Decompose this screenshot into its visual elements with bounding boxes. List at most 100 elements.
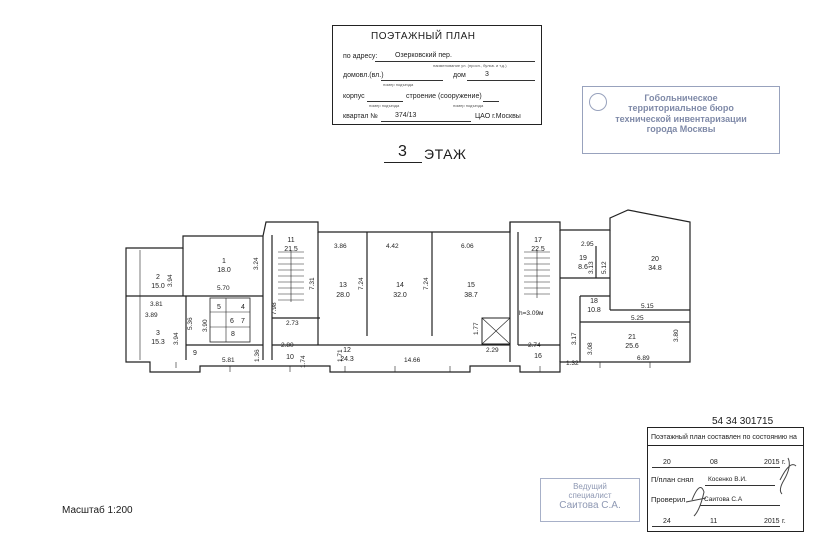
floor-label: ЭТАЖ — [424, 146, 467, 162]
dim-label: 3.81 — [150, 301, 163, 308]
floor-number-underline — [384, 162, 422, 163]
domovl-label: домовл.(вл.) — [343, 72, 384, 79]
room-number: 17 — [534, 237, 542, 244]
room-area: 34.8 — [648, 265, 662, 272]
dim-label: 2.73 — [286, 320, 299, 327]
room-number: 2 — [156, 274, 160, 281]
dim-label: 3.17 — [571, 332, 578, 345]
room-number: 10 — [286, 354, 294, 361]
dim-label: 1.32 — [566, 360, 579, 367]
plan-title: ПОЭТАЖНЫЙ ПЛАН — [371, 31, 476, 42]
room-area: 24.3 — [340, 356, 354, 363]
checked-value: Саитова С.А — [704, 496, 743, 503]
stamp-line: специалист — [568, 491, 612, 501]
dim-label: 2.74 — [528, 342, 541, 349]
korpus-label: корпус — [343, 93, 365, 100]
address-hint: наименование ул. (просп., бульв. и т.д.) — [433, 63, 507, 68]
dim-label: 5.15 — [641, 303, 654, 310]
room-number: 9 — [193, 350, 197, 357]
cert-heading: Поэтажный план составлен по состоянию на — [651, 434, 797, 441]
dim-label: 5.25 — [631, 315, 644, 322]
room-number: 14 — [396, 282, 404, 289]
floor-number: 3 — [398, 143, 407, 160]
signature — [685, 457, 797, 517]
title-block: ПОЭТАЖНЫЙ ПЛАН по адресу: Озерковский пе… — [332, 25, 542, 125]
dim-label: 3.13 — [588, 261, 595, 274]
dim-label: 1.77 — [473, 322, 480, 335]
stamp-line: Саитова С.А. — [559, 500, 621, 512]
dim-label: 7.24 — [423, 277, 430, 290]
room-area: 18.0 — [217, 267, 231, 274]
date1-year-suffix: г. — [782, 459, 786, 466]
made-value: Косенко В.И. — [708, 476, 747, 483]
domovl-hint: номер подъезда — [383, 82, 414, 87]
domovl-underline — [381, 80, 443, 81]
room-area: 25.6 — [625, 343, 639, 350]
dim-label: 1.74 — [300, 355, 307, 368]
dim-label: 1.36 — [254, 349, 261, 362]
room-number: 12 — [343, 347, 351, 354]
date2-day: 24 — [663, 518, 671, 525]
stroenie-hint: номер подъезда — [453, 103, 484, 108]
kvartal-label: квартал № — [343, 113, 378, 120]
specialist-stamp: Ведущий специалист Саитова С.А. — [540, 478, 640, 522]
room-number: 7 — [241, 318, 245, 325]
dim-label: 3.90 — [202, 319, 209, 332]
dim-label: 3.24 — [253, 257, 260, 270]
kvartal-value: 374/13 — [395, 112, 417, 119]
dom-underline — [467, 80, 535, 81]
dim-label: 3.80 — [673, 329, 680, 342]
dim-label: 6.06 — [461, 243, 474, 250]
ceiling-height: h=3.09м — [519, 310, 544, 317]
room-number: 5 — [217, 304, 221, 311]
room-number: 6 — [230, 318, 234, 325]
scale-label: Масштаб 1:200 — [62, 505, 133, 516]
dim-label: 5.12 — [601, 261, 608, 274]
room-number: 16 — [534, 353, 542, 360]
stamp-emblem-icon — [589, 93, 607, 111]
dim-label: 7.24 — [358, 277, 365, 290]
checked-label: Проверил — [651, 495, 686, 504]
date1-day: 20 — [663, 459, 671, 466]
dim-label: 3.94 — [173, 332, 180, 345]
dim-label: 2.95 — [581, 241, 594, 248]
date2-year-suffix: г. — [782, 518, 786, 525]
dom-value: 3 — [485, 71, 489, 78]
korpus-hint: номер подъезда — [369, 103, 400, 108]
stamp-line: территориальное бюро — [628, 103, 734, 114]
stroenie-underline — [483, 101, 499, 102]
room-area: 22.5 — [531, 246, 545, 253]
date2-year: 2015 — [764, 518, 780, 525]
room-number: 11 — [287, 237, 294, 244]
stamp-line: технической инвентаризации — [615, 113, 747, 124]
address-value: Озерковский пер. — [395, 52, 452, 59]
dim-label: 2.29 — [486, 347, 499, 354]
room-number: 3 — [156, 330, 160, 337]
kvartal-underline — [381, 121, 471, 122]
room-area: 21.5 — [284, 246, 298, 253]
room-number: 8 — [231, 331, 235, 338]
dim-label: 4.42 — [386, 243, 399, 250]
room-area: 32.0 — [393, 292, 407, 299]
dim-label: 6.89 — [637, 355, 650, 362]
bti-stamp: Гобольническое территориальное бюро техн… — [582, 86, 780, 154]
room-number: 18 — [590, 298, 598, 305]
dim-label: 5.70 — [217, 285, 230, 292]
certification-box: Поэтажный план составлен по состоянию на… — [647, 427, 804, 532]
room-number: 20 — [651, 256, 659, 263]
stamp-line: города Москвы — [646, 124, 716, 135]
dim-label: 2.80 — [281, 342, 294, 349]
room-area: 28.0 — [336, 292, 350, 299]
date1-month: 08 — [710, 459, 718, 466]
date2-month: 11 — [710, 518, 718, 525]
stamp-line: Гобольническое — [644, 93, 718, 103]
dim-label: 3.89 — [145, 312, 158, 319]
district-value: ЦАО г.Москвы — [475, 113, 521, 120]
dim-label: 14.66 — [404, 357, 421, 364]
dim-label: 1.71 — [337, 349, 344, 362]
dim-label: 7.31 — [309, 277, 316, 290]
dim-label: 3.08 — [587, 342, 594, 355]
room-area: 38.7 — [464, 292, 478, 299]
date1-year: 2015 — [764, 459, 780, 466]
